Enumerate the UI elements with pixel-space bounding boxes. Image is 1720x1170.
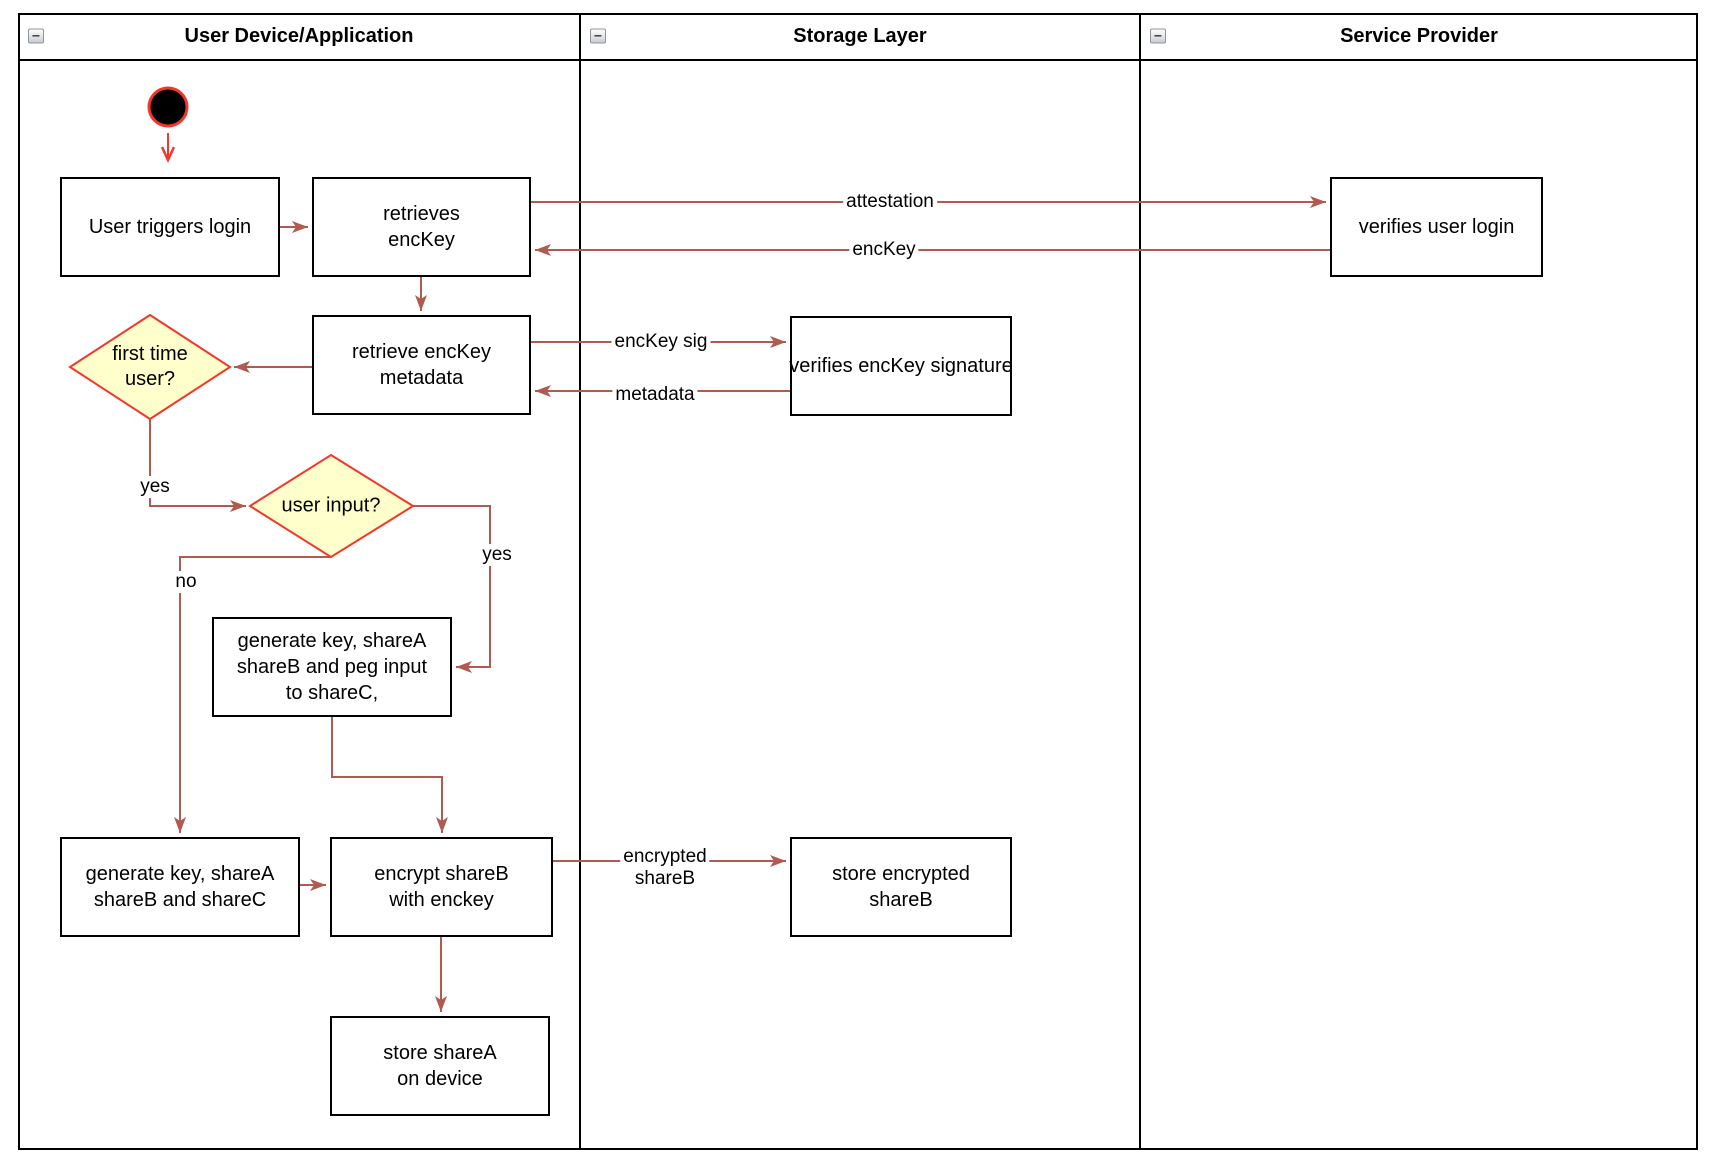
- lane-divider-1: [579, 13, 581, 1150]
- node-store-encrypted-shareb[interactable]: store encrypted shareB: [790, 837, 1012, 937]
- collapse-minus-icon[interactable]: −: [1150, 28, 1166, 44]
- decision-user-input[interactable]: [248, 453, 415, 559]
- edge-first-time-yes[interactable]: [149, 419, 246, 512]
- lane-title: User Device/Application: [184, 24, 414, 47]
- node-label: generate key, shareA shareB and shareC: [85, 863, 275, 911]
- decision-label-user-input: user input?: [281, 494, 381, 517]
- edge-peg-to-encrypt[interactable]: [331, 717, 448, 833]
- edge-user-input-no[interactable]: [174, 556, 331, 833]
- edge-label-metadata[interactable]: metadata: [612, 384, 698, 406]
- edge-user-input-yes[interactable]: [413, 505, 491, 673]
- node-label: retrieves encKey: [383, 203, 460, 251]
- node-retrieves-enckey[interactable]: retrieves encKey: [312, 177, 531, 277]
- lane-header-service-provider[interactable]: − Service Provider: [1140, 13, 1698, 61]
- node-label: store encrypted shareB: [832, 863, 970, 911]
- node-label: retrieve encKey metadata: [352, 341, 491, 389]
- lane-header-user-device[interactable]: − User Device/Application: [18, 13, 580, 61]
- node-store-sharea-on-device[interactable]: store shareA on device: [330, 1016, 550, 1116]
- node-encrypt-shareb[interactable]: encrypt shareB with enckey: [330, 837, 553, 937]
- node-label: User triggers login: [88, 216, 252, 238]
- lane-title: Service Provider: [1340, 24, 1498, 47]
- node-label: generate key, shareA shareB and peg inpu…: [236, 630, 428, 704]
- collapse-minus-icon[interactable]: −: [28, 28, 44, 44]
- edge-label-yes-first-time[interactable]: yes: [137, 476, 173, 498]
- node-retrieve-enckey-metadata[interactable]: retrieve encKey metadata: [312, 315, 531, 415]
- edge-label-encrypted-shareb[interactable]: encrypted shareB: [620, 846, 710, 890]
- node-generate-key-peg-input[interactable]: generate key, shareA shareB and peg inpu…: [212, 617, 452, 717]
- lane-title: Storage Layer: [793, 24, 927, 47]
- node-label: verifies user login: [1358, 216, 1515, 238]
- edge-label-attestation[interactable]: attestation: [843, 191, 937, 213]
- decision-label-first-time-user: first time user?: [112, 343, 188, 390]
- decision-first-time-user[interactable]: [68, 313, 232, 421]
- edge-label-enckey[interactable]: encKey: [849, 239, 919, 261]
- node-generate-key-sharec[interactable]: generate key, shareA shareB and shareC: [60, 837, 300, 937]
- node-verifies-user-login[interactable]: verifies user login: [1330, 177, 1543, 277]
- node-label: encrypt shareB with enckey: [374, 863, 509, 911]
- edge-label-enckey-sig[interactable]: encKey sig: [611, 331, 711, 353]
- node-label: verifies encKey signature: [789, 355, 1013, 377]
- edge-label-no-user-input[interactable]: no: [172, 571, 200, 593]
- node-label: store shareA on device: [383, 1042, 497, 1090]
- lane-header-storage-layer[interactable]: − Storage Layer: [580, 13, 1140, 61]
- collapse-minus-icon[interactable]: −: [590, 28, 606, 44]
- initial-node[interactable]: [147, 86, 189, 128]
- node-verifies-enckey-signature[interactable]: verifies encKey signature: [789, 316, 1013, 416]
- node-user-triggers-login[interactable]: User triggers login: [60, 177, 280, 277]
- edge-label-yes-user-input[interactable]: yes: [479, 544, 515, 566]
- lane-divider-2: [1139, 13, 1141, 1150]
